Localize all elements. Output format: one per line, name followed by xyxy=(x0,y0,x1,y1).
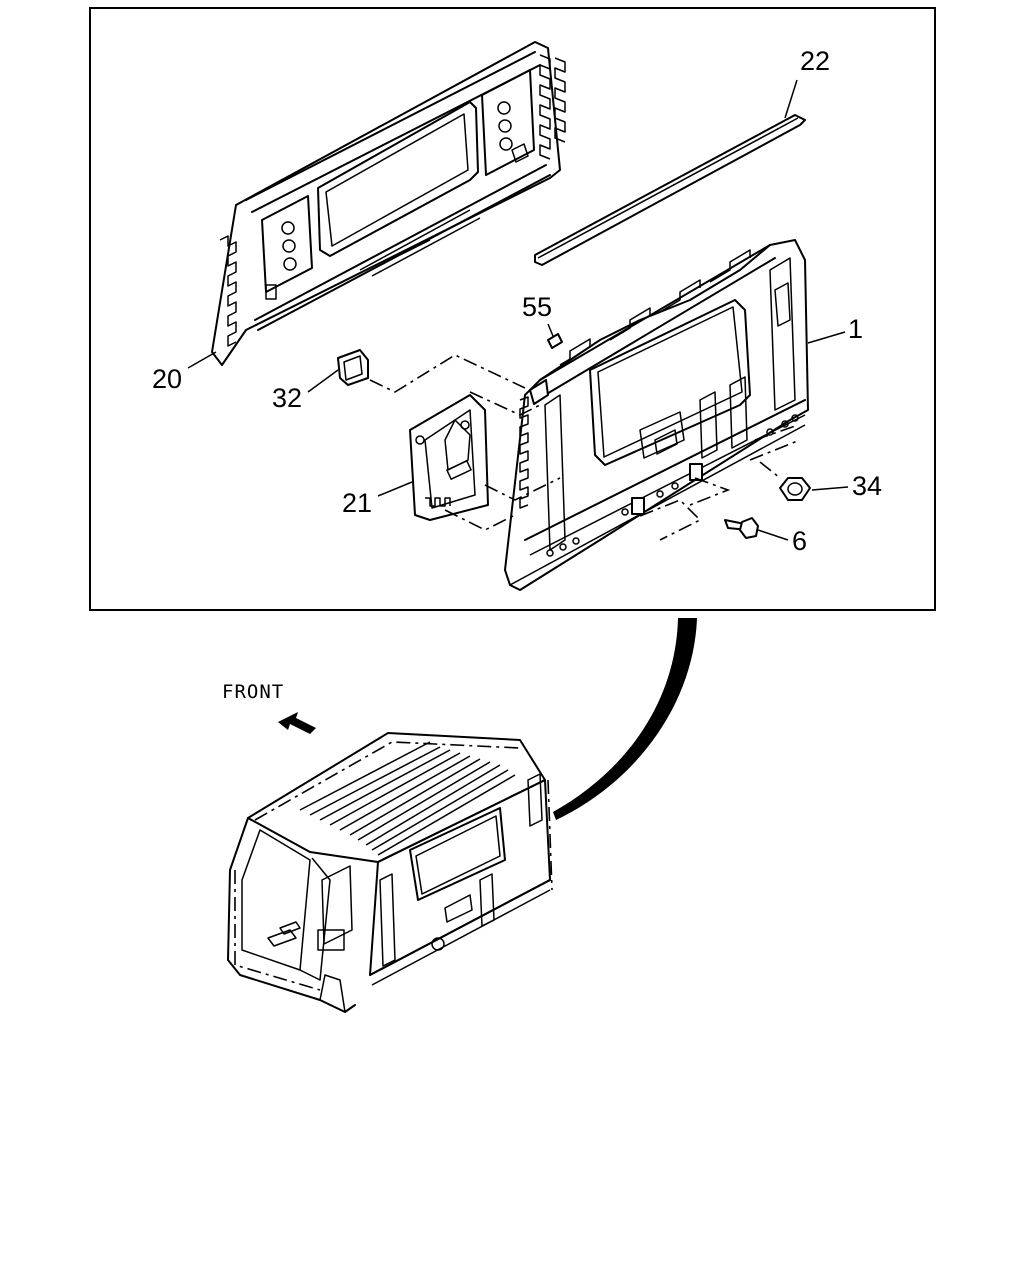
callout-22: 22 xyxy=(800,46,830,76)
cab-overview xyxy=(227,732,553,1013)
detail-pointer-band xyxy=(553,618,697,820)
callout-6: 6 xyxy=(792,526,807,556)
callout-20: 20 xyxy=(152,364,182,394)
callout-32: 32 xyxy=(272,383,302,413)
leader-lines xyxy=(187,79,849,541)
part-34-nut xyxy=(779,477,811,501)
front-arrow-icon xyxy=(278,712,316,734)
callout-55: 55 xyxy=(522,292,552,322)
callout-34: 34 xyxy=(852,471,882,501)
phantom-lines xyxy=(369,354,801,541)
callout-1: 1 xyxy=(848,314,863,344)
callout-21: 21 xyxy=(342,488,372,518)
part-21-bracket xyxy=(409,394,489,521)
part-32-pad xyxy=(337,349,369,386)
part-6-bolt xyxy=(724,517,759,539)
front-label: FRONT xyxy=(222,681,284,703)
part-22-strip xyxy=(534,114,806,266)
part-20-inner-panel xyxy=(211,41,566,366)
detail-frame xyxy=(89,7,936,611)
